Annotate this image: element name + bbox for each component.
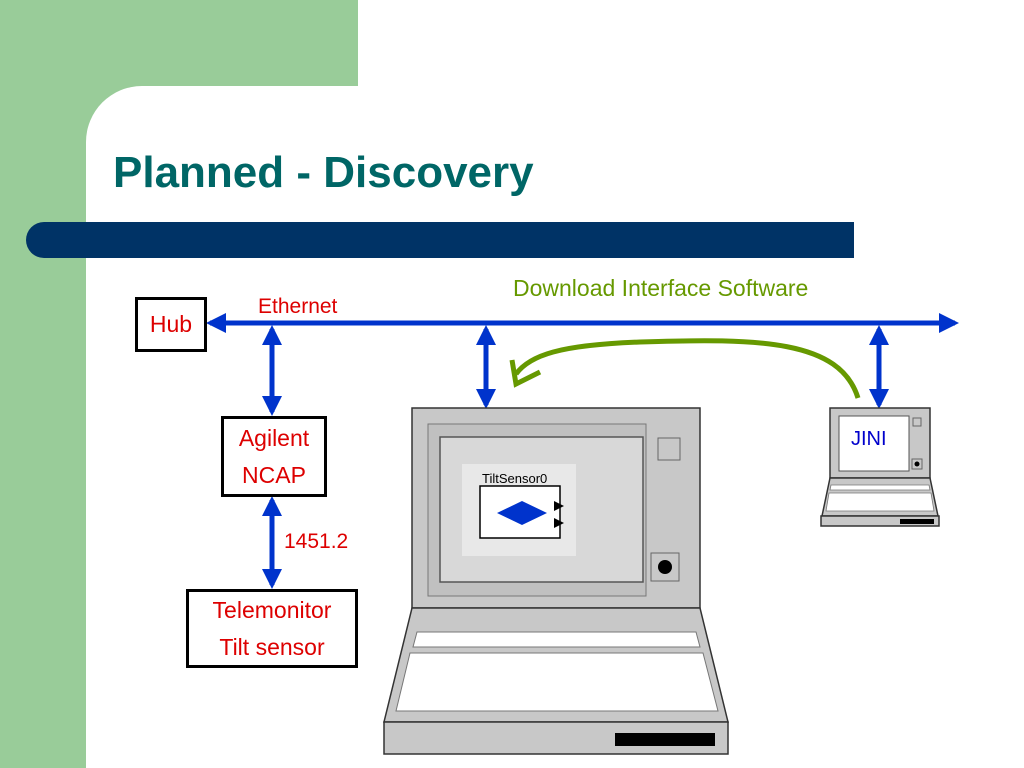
ncap-line-1: Agilent (238, 425, 310, 451)
download-arrow (513, 338, 861, 399)
jini-computer-icon (820, 407, 940, 527)
sensor-line-2: Tilt sensor (219, 634, 325, 660)
bus-label: 1451.2 (284, 530, 349, 553)
hub-box: Hub (135, 297, 207, 352)
workstation-icon (383, 407, 729, 755)
ncap-box: Agilent NCAP (221, 416, 327, 497)
title-underline-bar (26, 222, 854, 258)
sensor-line-1: Telemonitor (212, 597, 332, 623)
screen-block-label: TiltSensor0 (482, 471, 548, 486)
tilt-sensor-box: Telemonitor Tilt sensor (186, 589, 358, 668)
download-arrow-head (509, 359, 542, 388)
block-diamond-icon (497, 501, 547, 525)
download-label: Download Interface Software (513, 275, 809, 301)
ncap-line-2: NCAP (242, 462, 306, 488)
slide-title: Planned - Discovery (113, 148, 534, 197)
ethernet-label: Ethernet (258, 295, 338, 318)
jini-label: JINI (851, 428, 887, 450)
